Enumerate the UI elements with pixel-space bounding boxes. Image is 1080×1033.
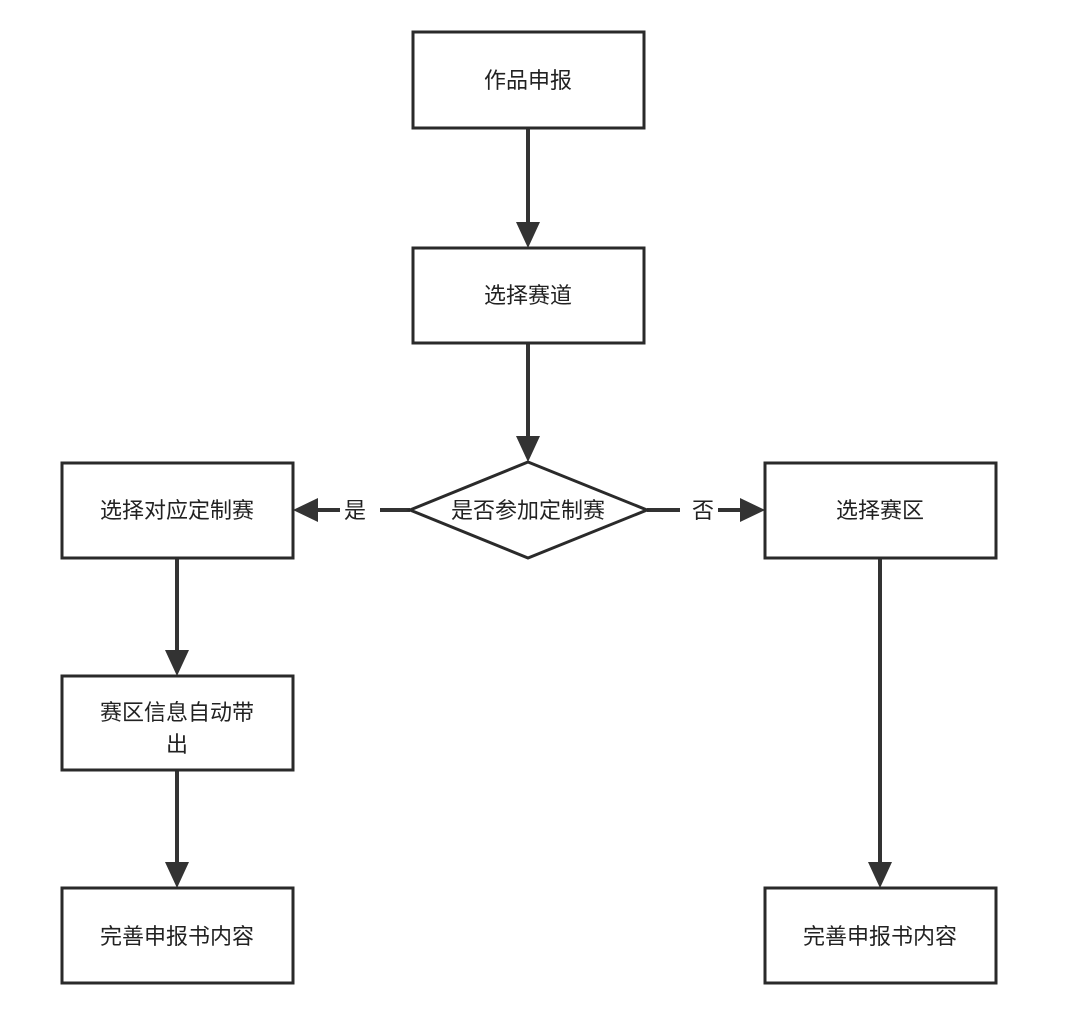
node-region-box: [763, 461, 998, 560]
node-region-label: 选择赛区: [836, 499, 924, 524]
edges: [165, 128, 892, 888]
node-submit-box: [411, 30, 646, 130]
node-custom-box: [60, 461, 295, 560]
node-decision-diamond: [406, 460, 652, 560]
node-complete-left: 完善申报书内容: [60, 886, 295, 985]
node-decision-label: 是否参加定制赛: [451, 499, 605, 524]
node-auto: 赛区信息自动带 出: [60, 674, 295, 772]
node-complete-right: 完善申报书内容: [763, 886, 998, 985]
yes-edge-label: 是: [344, 499, 366, 524]
node-decision: 是否参加定制赛: [406, 460, 652, 560]
arrowhead-submit-to-track: [516, 222, 540, 248]
node-track-box: [411, 246, 646, 345]
node-complete-left-box: [60, 886, 295, 985]
node-auto-label-line1: 赛区信息自动带: [100, 701, 254, 726]
node-submit-label: 作品申报: [484, 69, 572, 94]
arrowhead-track-to-decision: [516, 436, 540, 462]
arrowhead-region-to-complete-right: [868, 862, 892, 888]
arrowhead-decision-to-custom: [293, 498, 318, 522]
node-custom-label: 选择对应定制赛: [100, 499, 254, 524]
node-complete-right-label: 完善申报书内容: [803, 925, 957, 950]
no-edge-label: 否: [692, 499, 714, 524]
node-track: 选择赛道: [411, 246, 646, 345]
node-submit: 作品申报: [411, 30, 646, 130]
arrowhead-decision-to-region: [740, 498, 765, 522]
node-complete-right-box: [763, 886, 998, 985]
arrowhead-custom-to-auto: [165, 650, 189, 676]
node-track-label: 选择赛道: [484, 284, 572, 309]
node-auto-label-line2: 出: [166, 733, 188, 758]
node-complete-left-label: 完善申报书内容: [100, 925, 254, 950]
node-custom: 选择对应定制赛: [60, 461, 295, 560]
node-region: 选择赛区: [763, 461, 998, 560]
arrowhead-auto-to-complete-left: [165, 862, 189, 888]
node-auto-box: [60, 674, 295, 772]
